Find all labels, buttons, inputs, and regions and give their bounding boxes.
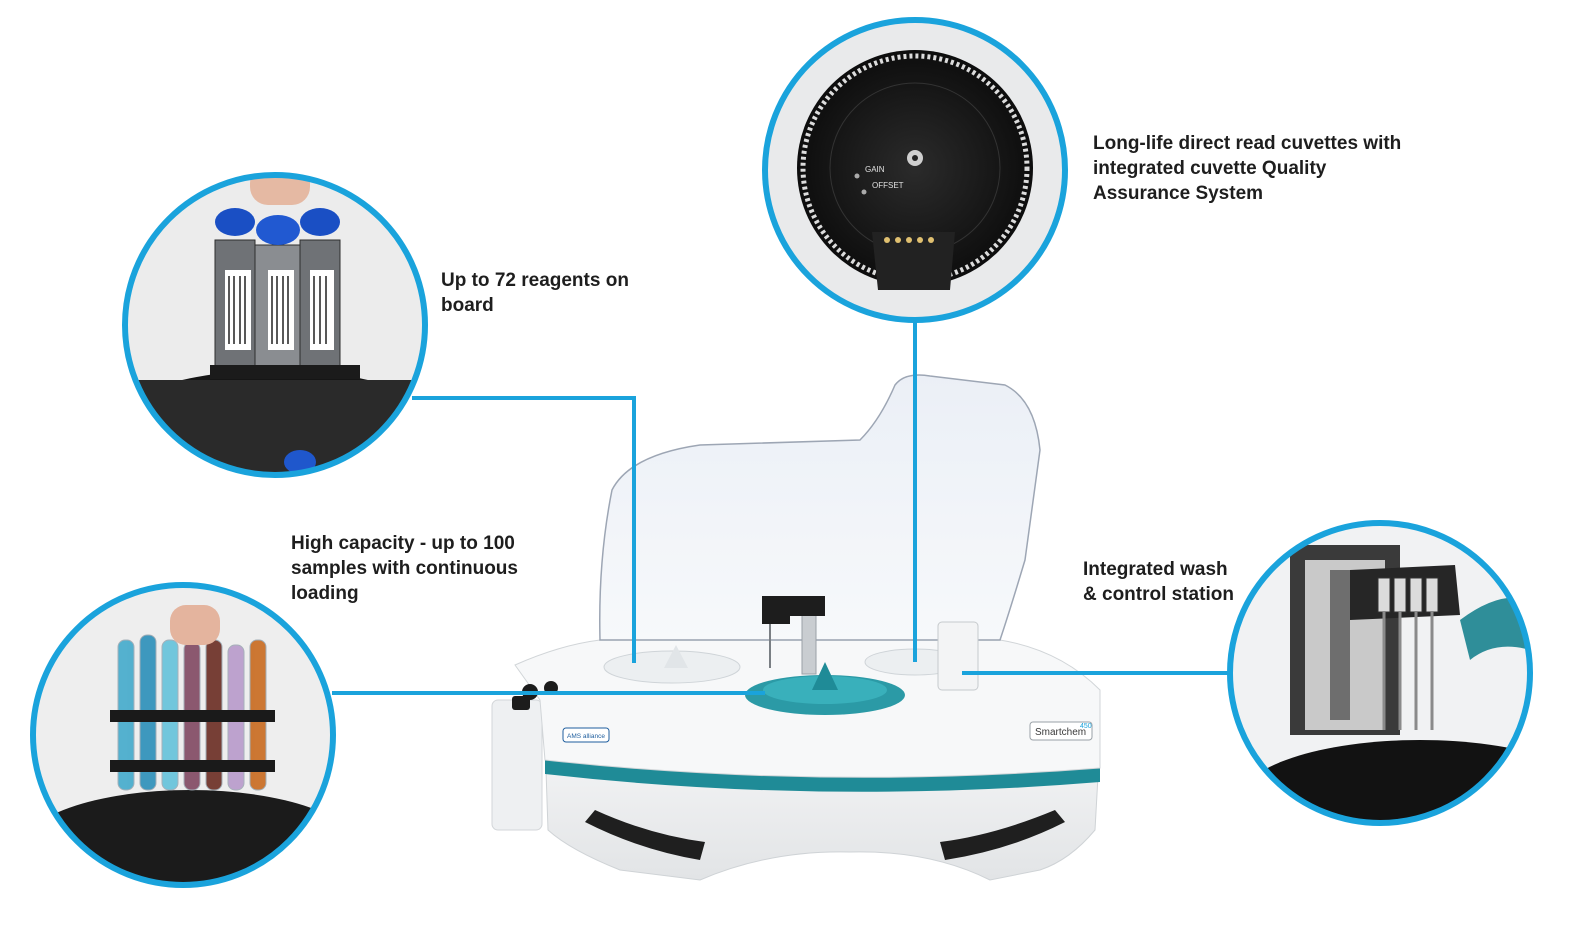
probe-arm	[762, 596, 825, 624]
brand-label: AMS alliance	[567, 733, 605, 740]
reagent-carousel-closeup	[122, 172, 428, 478]
rotor-knob	[812, 662, 838, 690]
callout-line: integrated cuvette Quality	[1093, 158, 1327, 179]
callout-line: loading	[291, 583, 359, 604]
model-label: Smartchem	[1035, 727, 1086, 738]
sample-rack-closeup	[30, 582, 336, 888]
model-suffix: 450	[1080, 723, 1092, 730]
callout-reagents: Up to 72 reagents on board	[441, 268, 629, 318]
connector-reagents	[412, 396, 636, 663]
callout-wash: Integrated wash & control station	[1083, 557, 1234, 607]
analyzer-instrument: AMS alliance Smartchem 450	[491, 374, 1101, 881]
dial-label-offset: OFFSET	[872, 181, 904, 190]
cuvette-dial-closeup: GAIN OFFSET	[762, 17, 1068, 323]
callout-line: High capacity - up to 100	[291, 533, 515, 554]
side-bottle-cap	[512, 696, 530, 710]
probe-column	[801, 611, 817, 675]
brand-badge: AMS alliance	[562, 727, 610, 743]
callout-cuvettes: Long-life direct read cuvettes with inte…	[1093, 131, 1401, 206]
callout-line: samples with continuous	[291, 558, 518, 579]
callout-line: Long-life direct read cuvettes with	[1093, 133, 1402, 154]
model-badge: Smartchem 450	[1029, 721, 1093, 741]
connector-lines	[332, 320, 1230, 695]
vent-right	[940, 810, 1065, 860]
vent-left	[585, 810, 705, 860]
callout-line: Assurance System	[1093, 183, 1264, 204]
callout-line: Up to 72 reagents on	[441, 270, 629, 291]
teal-band	[545, 760, 1100, 792]
tray-cone	[664, 645, 688, 668]
transparent-lid	[599, 374, 1041, 641]
wash-station-block	[937, 621, 979, 691]
side-bottle	[491, 699, 543, 831]
callout-line: board	[441, 295, 494, 316]
dial-label-gain: GAIN	[865, 165, 885, 174]
callout-samples: High capacity - up to 100 samples with c…	[291, 531, 518, 606]
callout-line: & control station	[1083, 584, 1234, 605]
callout-line: Integrated wash	[1083, 559, 1228, 580]
wash-station-closeup	[1227, 520, 1533, 826]
